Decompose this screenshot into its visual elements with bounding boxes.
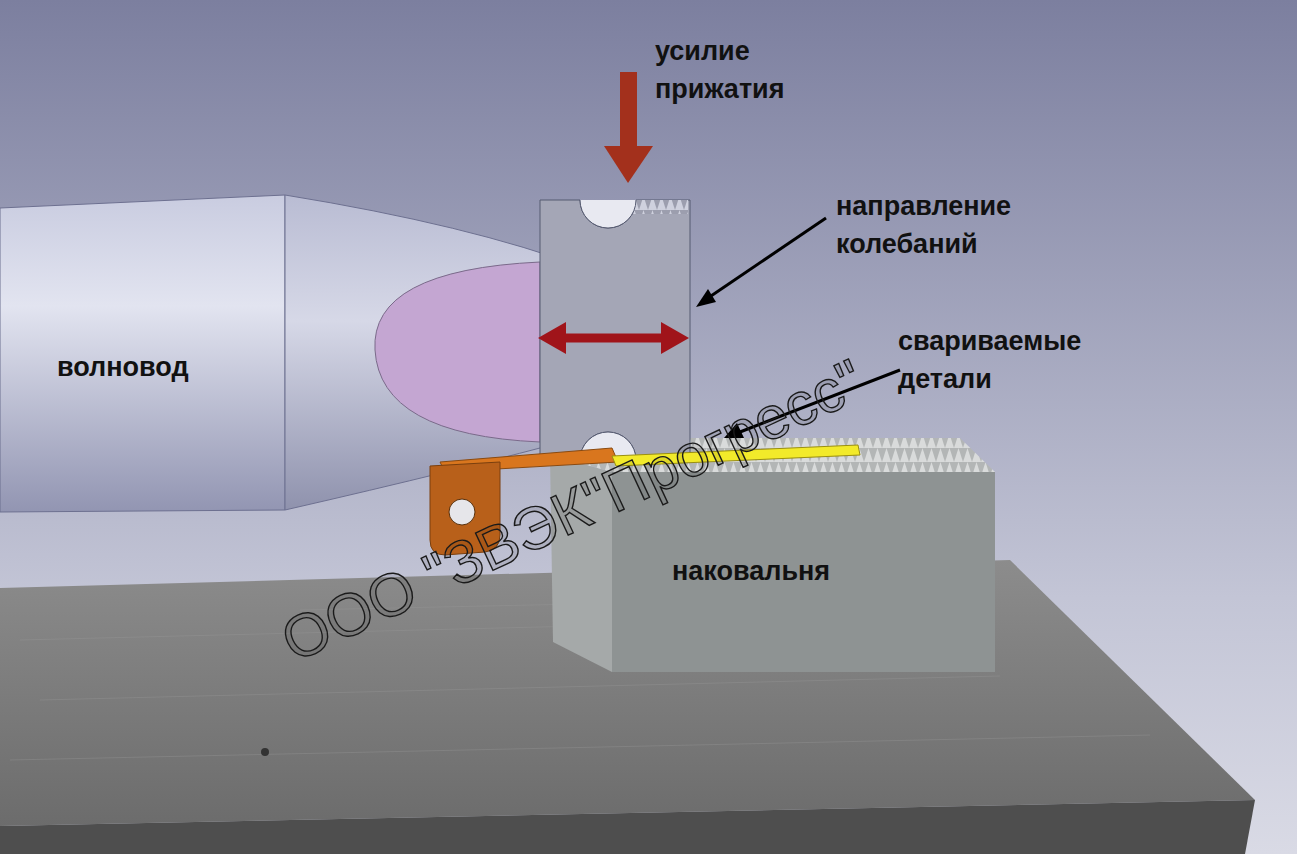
waveguide-body: [0, 195, 285, 512]
base-plate-front: [0, 800, 1255, 854]
force-label: усилие прижатия: [655, 32, 825, 108]
vibration-label: направление колебаний: [836, 187, 1076, 263]
anvil-label: наковальня: [672, 552, 932, 590]
vibration-arrow: [560, 334, 667, 343]
waveguide-label: волновод: [57, 348, 277, 386]
force-arrow: [620, 72, 637, 148]
workpiece-label: свариваемые детали: [898, 322, 1148, 398]
leader-line: [708, 218, 826, 298]
waveguide-section: [375, 262, 540, 442]
